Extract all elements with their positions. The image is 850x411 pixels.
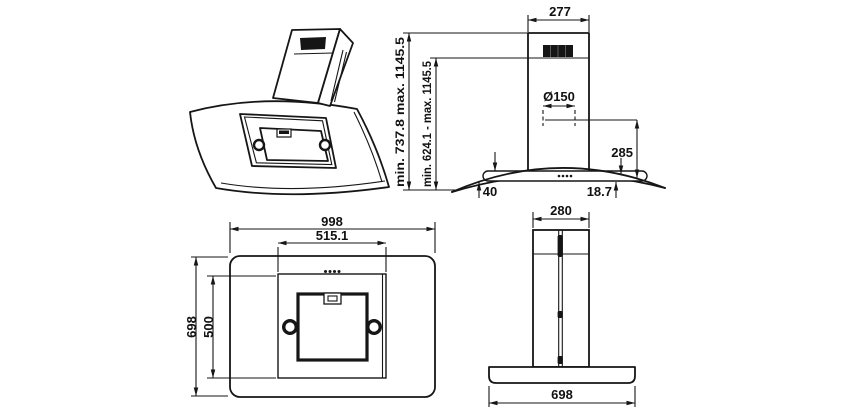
dim-recess-depth-label: 500 xyxy=(201,316,216,338)
filter-recess-rim xyxy=(243,116,333,166)
chimney-telescopic-edge xyxy=(330,49,348,103)
filter-handle-grip xyxy=(279,130,289,134)
dim-chimney-width-label: 277 xyxy=(549,4,571,19)
dim-overall-width-label: 998 xyxy=(321,214,343,229)
dim-overall-width: 998 xyxy=(229,214,436,253)
dim-duct-diameter: Ø150 xyxy=(542,89,637,126)
dim-chimney-width: 277 xyxy=(527,4,590,32)
dim-lower-height: min. 624.1 - max. 1145.5 xyxy=(422,58,439,190)
dim-chimney-depth-label: 280 xyxy=(550,203,572,218)
knob-right-plan xyxy=(366,319,383,336)
dim-overall-depth-label: 698 xyxy=(184,316,199,338)
side-view: 280 698 xyxy=(488,203,636,407)
chimney-front xyxy=(527,32,590,171)
canopy-edge-thickness-bottom xyxy=(220,180,386,190)
knob-left-plan xyxy=(282,319,299,336)
grease-filter xyxy=(259,127,329,162)
dim-base-depth-label: 698 xyxy=(551,387,573,402)
dim-duct-to-canopy: 285 xyxy=(611,120,640,178)
canopy-edge-thickness-right xyxy=(353,111,383,183)
dim-total-height: min. 737.8 max. 1145.5 xyxy=(395,32,528,191)
dim-chimney-depth: 280 xyxy=(532,203,590,228)
plan-view: 998 515.1 698 500 xyxy=(184,214,436,398)
dim-canopy-edge-front-label: 40 xyxy=(483,184,497,199)
light-dots xyxy=(557,174,573,178)
control-dots-plan xyxy=(324,270,341,273)
light-panel xyxy=(482,170,648,182)
dim-base-depth: 698 xyxy=(488,386,636,407)
dim-overall-depth: 698 xyxy=(184,256,228,397)
dim-lower-height-label: min. 624.1 - max. 1145.5 xyxy=(422,60,434,187)
canopy-side xyxy=(488,366,636,384)
dim-total-height-label: min. 737.8 max. 1145.5 xyxy=(395,36,407,187)
dim-duct-to-canopy-label: 285 xyxy=(611,145,633,160)
dim-recess-width-label: 515.1 xyxy=(316,228,349,243)
dim-canopy-edge-front: 40 xyxy=(476,152,498,199)
chimney-side-face xyxy=(317,28,354,107)
dim-recess-width: 515.1 xyxy=(277,228,387,272)
knob-right xyxy=(318,138,332,152)
vent-grille-slats xyxy=(550,45,566,57)
dim-recess-depth: 500 xyxy=(201,275,276,379)
chimney-groove-clips xyxy=(557,235,563,364)
knob-left xyxy=(252,138,266,152)
vent-grille xyxy=(300,37,326,50)
filter-handle-grip-plan xyxy=(327,295,338,302)
chimney-seam-line xyxy=(293,52,334,55)
perspective-view xyxy=(189,28,390,196)
dim-canopy-edge-side: 18.7 xyxy=(587,158,624,199)
front-view: 277 min. 737.8 max. 1145.5 min. 624.1 - … xyxy=(395,4,666,199)
dim-duct-diameter-label: Ø150 xyxy=(543,89,575,104)
dim-canopy-edge-side-label: 18.7 xyxy=(587,184,612,199)
